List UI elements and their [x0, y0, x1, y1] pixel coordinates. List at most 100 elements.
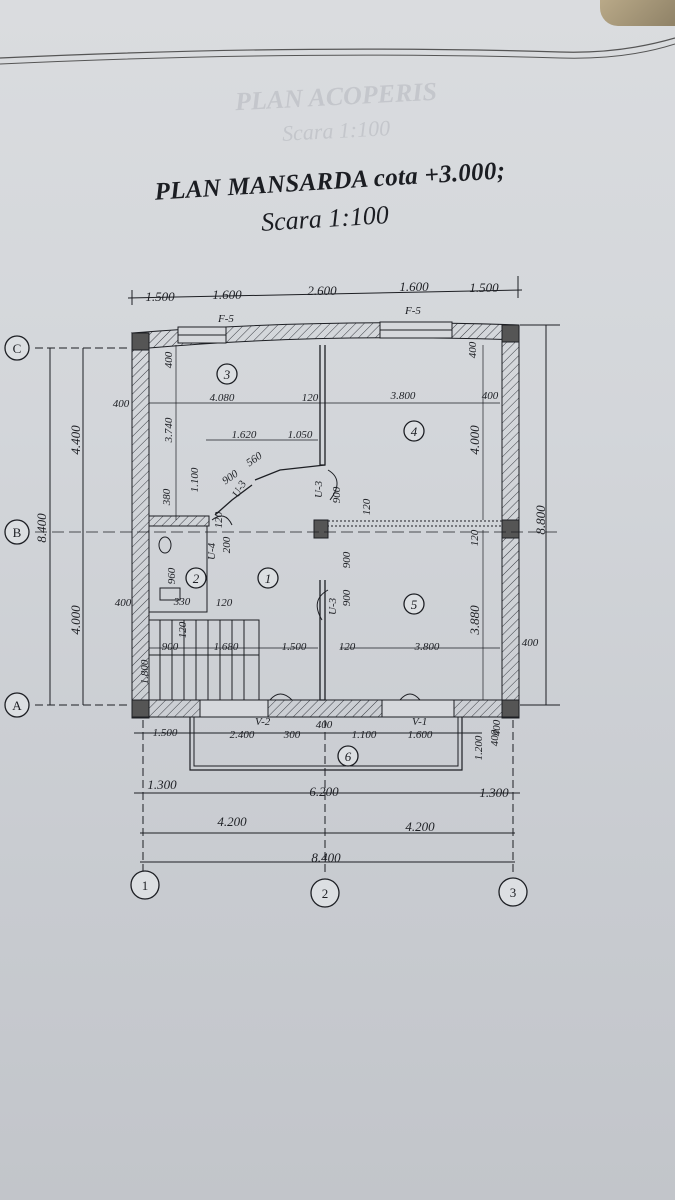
dim-left-400: 400	[113, 398, 130, 410]
right-dim-lower: 3.880	[467, 605, 482, 636]
dim-mid-120: 120	[361, 498, 373, 515]
dim-r3-wall: 400	[163, 351, 175, 368]
dim-r3-width: 4.080	[210, 392, 235, 404]
dim-stair-1620: 1.620	[232, 429, 257, 441]
top-dim-5: 1.500	[469, 280, 499, 295]
dim-1800: 1.800	[139, 659, 151, 684]
window-label-f5-left: F-5	[217, 313, 234, 325]
room-marker-5	[403, 593, 425, 615]
dim-330: 330	[173, 596, 191, 608]
bottom-dim-4200a: 4.200	[217, 814, 247, 829]
axis-marker-1	[130, 870, 160, 900]
balcony-outline	[189, 717, 463, 771]
door-arc	[269, 693, 293, 701]
wall-interior-center-lower	[319, 580, 326, 701]
door-arc	[327, 469, 338, 501]
door-label-u3-mid-top: U-3	[313, 480, 325, 498]
room-marker-1	[257, 567, 279, 589]
page-edge-line	[0, 37, 675, 59]
axis-marker-3	[498, 877, 528, 907]
balcony-dim-300: 300	[283, 729, 301, 741]
room-number-4: 4	[411, 424, 418, 439]
dim-mid-900a: 900	[331, 486, 343, 503]
balcony-dim-400: 400	[316, 719, 333, 731]
dim-560: 560	[244, 450, 265, 470]
right-dim-wall-bot: 400	[489, 729, 501, 746]
dim-bot-120: 120	[339, 641, 356, 653]
axis-marker-c	[4, 335, 30, 361]
top-dim-2: 1.600	[212, 287, 242, 302]
right-dim-400: 400	[522, 637, 539, 649]
right-dim-total: 8.800	[533, 505, 548, 535]
balcony-dim-1200: 1.200	[473, 735, 485, 760]
dim-bot-900: 900	[162, 641, 179, 653]
bottom-dim-1300a: 1.300	[147, 777, 177, 792]
right-dim-upper: 4.000	[467, 425, 482, 455]
dim-200: 200	[221, 536, 233, 553]
axis-marker-a	[4, 692, 30, 718]
door-label-u3-mid-bot: U-3	[327, 597, 339, 615]
axis-label-c: C	[13, 341, 22, 356]
right-dim-120: 120	[469, 529, 481, 546]
axis-marker-2	[310, 878, 340, 908]
bottom-dim-6200: 6.200	[309, 784, 339, 799]
room-number-5: 5	[411, 597, 418, 612]
wall-bottom	[131, 699, 520, 718]
room-marker-6	[337, 745, 359, 767]
balcony-dim-1100: 1.100	[352, 729, 377, 741]
room-marker-3	[216, 363, 238, 385]
staircase	[148, 619, 260, 701]
top-dim-3: 2.600	[307, 283, 337, 298]
axis-label-b: B	[13, 525, 22, 540]
dim-960: 960	[166, 567, 178, 584]
window-label-v1: V-1	[412, 716, 427, 728]
top-dim-1: 1.500	[145, 289, 175, 304]
window-v1	[381, 699, 455, 718]
dim-mid-900b: 900	[341, 551, 353, 568]
room-number-3: 3	[223, 367, 231, 382]
balcony-dim-1500: 1.500	[153, 727, 178, 739]
dim-r4-wall: 400	[482, 390, 499, 402]
door-arc	[211, 515, 233, 526]
dim-120a: 120	[213, 511, 225, 528]
right-dim-wall-top: 400	[467, 341, 479, 358]
room-marker-4	[403, 420, 425, 442]
dim-stair-1050: 1.050	[288, 429, 313, 441]
balcony-dim-1600: 1.600	[408, 729, 433, 741]
dim-mid-900c: 900	[341, 589, 353, 606]
left-dim-upper: 4.400	[68, 425, 83, 455]
dim-left-400b: 400	[115, 597, 132, 609]
dim-120-top: 120	[302, 392, 319, 404]
axis-label-3: 3	[510, 885, 517, 900]
dim-380: 380	[161, 488, 173, 506]
page-edge-line	[0, 43, 675, 65]
wall-interior-partition	[328, 520, 503, 527]
dim-bot-3800: 3.800	[414, 641, 440, 653]
bottom-dim-1300b: 1.300	[479, 785, 509, 800]
axis-label-1: 1	[142, 878, 149, 893]
room-marker-2	[185, 567, 207, 589]
balcony-dim-400b: 400	[491, 719, 503, 736]
window-v2	[199, 699, 269, 718]
room-number-1: 1	[265, 571, 272, 586]
bottom-dim-4200b: 4.200	[405, 819, 435, 834]
door-arc	[316, 589, 329, 621]
dim-r3-depth: 3.740	[163, 417, 175, 443]
window-label-v2: V-2	[255, 716, 271, 728]
axis-label-2: 2	[322, 886, 329, 901]
dim-bot-1500: 1.500	[282, 641, 307, 653]
wall-interior-center-upper	[319, 345, 326, 466]
dim-r4-width: 3.800	[390, 390, 416, 402]
door-arc	[399, 693, 421, 701]
door-label-u4: U-4	[206, 542, 218, 560]
room-number-6: 6	[345, 749, 352, 764]
bottom-dim-8400: 8.400	[311, 850, 341, 865]
dim-bot-1680: 1.680	[214, 641, 239, 653]
dim-1100: 1.100	[189, 467, 201, 492]
page-corner	[600, 0, 675, 26]
balcony-dim-2400: 2.400	[230, 729, 255, 741]
dim-120c: 120	[216, 597, 233, 609]
axis-marker-b	[4, 519, 30, 545]
room-number-2: 2	[193, 571, 200, 586]
